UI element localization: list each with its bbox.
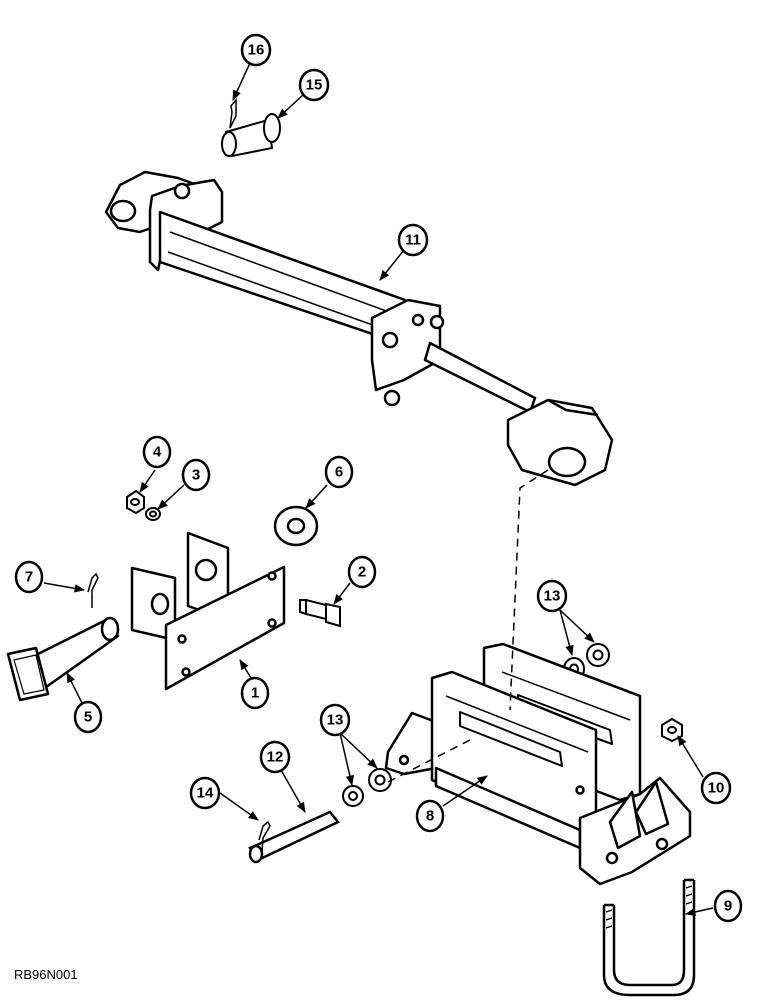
svg-text:9: 9 — [724, 898, 732, 915]
callout-16: 16 — [240, 33, 272, 67]
alignment-dashed-lines — [387, 469, 549, 783]
callout-3: 3 — [181, 458, 211, 492]
callout-12: 12 — [259, 740, 291, 774]
pin-12 — [248, 810, 340, 864]
headed-pin-5 — [6, 616, 120, 702]
callout-13-upper: 13 — [536, 579, 568, 613]
drawing-reference-code: RB96N001 — [14, 967, 78, 982]
nut-4 — [126, 489, 145, 515]
hydraulic-cylinder — [104, 170, 614, 487]
svg-text:3: 3 — [192, 467, 200, 484]
callout-13-lower: 13 — [319, 703, 351, 737]
leader-lines — [43, 62, 714, 917]
svg-text:4: 4 — [153, 444, 162, 461]
svg-text:11: 11 — [405, 232, 421, 249]
svg-text:1: 1 — [251, 685, 259, 702]
svg-text:14: 14 — [197, 785, 214, 802]
svg-text:5: 5 — [84, 709, 92, 726]
callout-11: 11 — [397, 223, 429, 257]
svg-text:7: 7 — [25, 569, 33, 586]
lock-washer-3 — [145, 507, 161, 521]
svg-text:13: 13 — [327, 712, 344, 729]
base-frame-8 — [384, 642, 692, 886]
clevis-pin-15 — [221, 113, 281, 158]
callout-8: 8 — [415, 799, 445, 833]
callout-14: 14 — [189, 776, 221, 810]
mounting-bracket-1 — [130, 531, 286, 691]
svg-text:10: 10 — [708, 780, 725, 797]
svg-text:6: 6 — [335, 464, 343, 481]
flat-washer-6 — [273, 505, 319, 547]
svg-text:13: 13 — [544, 588, 561, 605]
cotter-pin-7 — [87, 572, 99, 608]
callout-5: 5 — [73, 700, 103, 734]
callout-6: 6 — [324, 455, 354, 489]
bolt-2 — [299, 598, 341, 628]
callout-1: 1 — [240, 676, 270, 710]
callout-7: 7 — [14, 560, 44, 594]
svg-text:16: 16 — [248, 42, 265, 59]
svg-text:15: 15 — [306, 77, 323, 94]
cotter-pin-14 — [258, 820, 271, 853]
svg-text:2: 2 — [358, 564, 366, 581]
svg-text:12: 12 — [267, 749, 284, 766]
callout-9: 9 — [713, 889, 743, 923]
svg-text:8: 8 — [426, 808, 434, 825]
callout-4: 4 — [142, 435, 172, 469]
callout-10: 10 — [700, 771, 732, 805]
callout-2: 2 — [347, 555, 377, 589]
u-bolt-9 — [602, 878, 696, 997]
cotter-pin-16 — [229, 97, 237, 129]
callout-15: 15 — [298, 68, 330, 102]
